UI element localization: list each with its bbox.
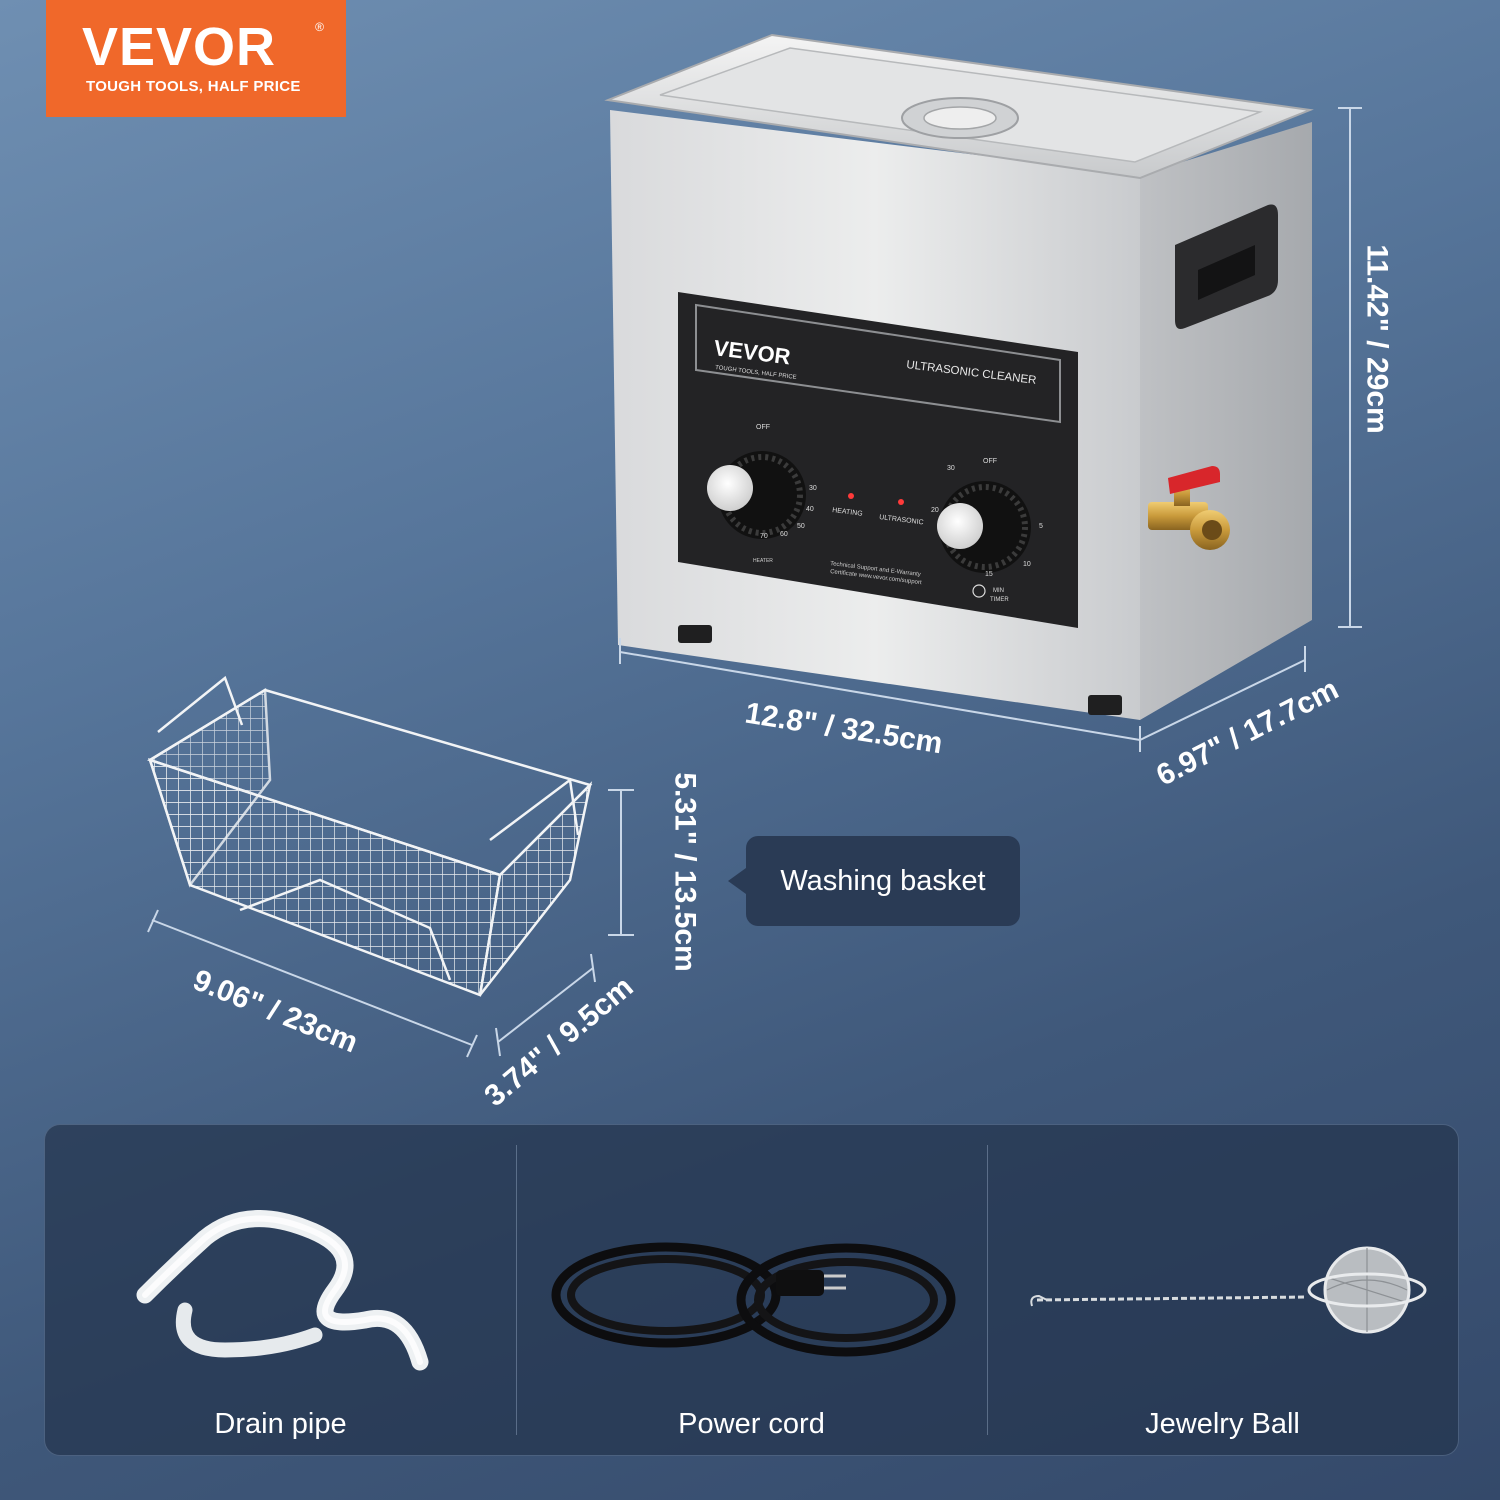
heating-indicator-label: HEATING [832,507,863,518]
logo-tagline: TOUGH TOOLS, HALF PRICE [86,78,301,95]
accessory-power-cord: Power cord [516,1125,987,1455]
timer-tick: 5 [1039,523,1043,530]
accessory-jewelry-ball: Jewelry Ball [987,1125,1458,1455]
brand-logo: VEVOR ® TOUGH TOOLS, HALF PRICE [46,0,346,117]
accessories-panel: Drain pipe Power cord Jewelry Ball [44,1124,1459,1456]
divider [516,1145,517,1435]
heater-tick: 50 [797,523,805,530]
heater-tick: 70 [760,533,768,540]
ultrasonic-cleaner-image: VEVOR TOUGH TOOLS, HALF PRICE ULTRASONIC… [604,33,1314,720]
timer-off-label: OFF [983,458,997,465]
timer-tick: 20 [931,507,939,514]
heater-tick: 30 [809,485,817,492]
power-cord-icon [551,1242,956,1357]
accessory-label: Drain pipe [214,1408,347,1440]
timer-tick: 30 [947,465,955,472]
washing-basket-callout: Washing basket [728,836,1020,926]
heater-tick: 60 [780,531,788,538]
timer-tick: 10 [1023,561,1031,568]
drain-pipe-icon [136,1210,429,1371]
basket-dimension-lines [147,789,634,1058]
heater-tick: 40 [806,506,814,513]
accessory-drain-pipe: Drain pipe [45,1125,516,1455]
divider [987,1145,988,1435]
washing-basket-image [147,675,593,997]
heater-off-label: OFF [756,424,770,431]
callout-label: Washing basket [780,864,986,897]
timer-unit-label: MIN [993,588,1004,594]
logo-registered-mark: ® [315,20,324,34]
basket-height-dimension-label: 5.31" / 13.5cm [668,772,702,972]
timer-tick: 15 [985,571,993,578]
logo-brand-text: VEVOR [82,17,277,77]
heater-label: HEATER [753,558,773,564]
timer-label: TIMER [990,597,1009,603]
jewelry-ball-icon [1030,1246,1427,1334]
accessory-label: Power cord [678,1408,825,1440]
accessory-label: Jewelry Ball [1145,1408,1300,1440]
cleaner-dimension-lines [619,107,1362,752]
height-dimension-label: 11.42" / 29cm [1360,244,1394,434]
